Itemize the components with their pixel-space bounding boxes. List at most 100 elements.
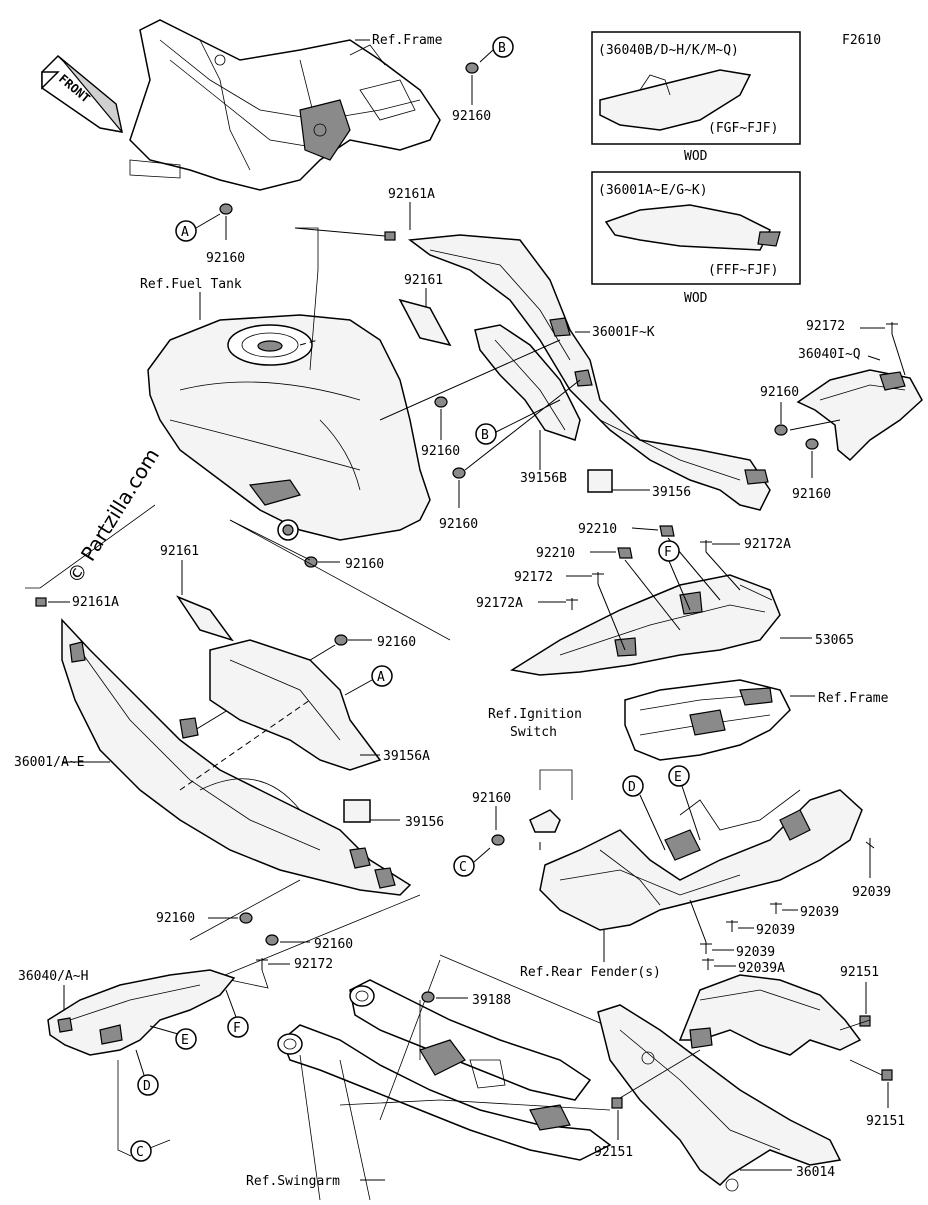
svg-text:WOD: WOD	[684, 149, 708, 164]
label-92151-3: 92151	[594, 1145, 633, 1160]
callout-c-low	[130, 1140, 152, 1162]
svg-text:E: E	[181, 1033, 189, 1048]
screw-icon	[592, 572, 604, 584]
bolt-icon	[881, 1069, 893, 1081]
svg-text:D: D	[628, 780, 636, 795]
label-36040iq: 36040I~Q	[798, 347, 861, 362]
bolt-icon	[611, 1097, 623, 1109]
screw-icon	[726, 920, 738, 932]
seat-cowl-shape	[509, 574, 781, 676]
grommet-icon	[774, 424, 788, 436]
screw-icon	[865, 838, 875, 852]
label-92160-ign: 92160	[472, 791, 511, 806]
label-92172-top: 92172	[806, 319, 845, 334]
label-36001fk: 36001F~K	[592, 325, 655, 340]
ref-frame-mid: Ref.Frame	[818, 691, 889, 706]
svg-text:D: D	[143, 1079, 151, 1094]
callout-c-mid	[453, 855, 475, 877]
screw-icon	[700, 942, 712, 954]
ref-rear-fender: Ref.Rear Fender(s)	[520, 965, 661, 980]
screw-icon	[702, 958, 714, 970]
shield-39156a-shape	[209, 639, 382, 771]
svg-text:(FGF~FJF): (FGF~FJF)	[708, 121, 778, 136]
screw-icon	[566, 598, 578, 610]
label-92160-r2: 92160	[792, 487, 831, 502]
grommet-icon	[805, 438, 819, 450]
grommet-icon	[491, 834, 505, 846]
label-92161-top: 92161	[404, 273, 443, 288]
tape-strip-shape	[398, 298, 452, 347]
clip-icon	[384, 231, 396, 241]
watermark-text: © Partzilla.com	[62, 444, 164, 588]
screw-icon	[770, 902, 782, 914]
tail-cover-left-shape	[47, 969, 236, 1056]
label-92161a-left: 92161A	[72, 595, 119, 610]
ref-ignition-2: Switch	[510, 725, 557, 740]
callout-f-low	[227, 1016, 249, 1038]
label-92160-tank2: 92160	[439, 517, 478, 532]
svg-text:F: F	[664, 545, 672, 560]
label-92161a-top: 92161A	[388, 187, 435, 202]
rear-hugger-shape	[678, 974, 862, 1056]
grommet-icon	[465, 62, 479, 74]
label-sticker-left-shape	[343, 799, 371, 823]
label-92172a-2: 92172A	[476, 596, 523, 611]
bolt-icon	[859, 1015, 871, 1027]
grommet-icon	[434, 396, 448, 408]
side-cover-upper-right-shape	[408, 234, 771, 511]
label-92039-3: 92039	[756, 923, 795, 938]
side-cover-left-shape	[61, 618, 412, 896]
inset-bottom-box: (36001A~E/G~K) (FFF~FJF) WOD	[591, 171, 801, 306]
grommet-icon	[421, 991, 435, 1003]
ref-swingarm: Ref.Swingarm	[246, 1174, 340, 1189]
label-92160-tank1: 92160	[421, 444, 460, 459]
label-92039-1: 92039	[852, 885, 891, 900]
ref-ignition-1: Ref.Ignition	[488, 707, 582, 722]
callout-e-low	[175, 1028, 197, 1050]
grommet-icon	[239, 912, 253, 924]
ignition-switch-shape	[529, 809, 561, 833]
rear-fender-shape	[539, 789, 863, 931]
label-92160-r1: 92160	[760, 385, 799, 400]
tape-strip-left-shape	[176, 595, 234, 642]
nut-icon	[617, 547, 633, 559]
callout-a-mid	[371, 665, 393, 687]
grommet-icon	[452, 467, 466, 479]
front-arrow-icon: FRONT	[41, 54, 123, 133]
clip-icon	[35, 597, 47, 607]
frame-top-shape	[129, 19, 441, 191]
label-39156b: 39156B	[520, 471, 567, 486]
chain-cover-shape	[597, 1004, 842, 1192]
label-92039a: 92039A	[738, 961, 785, 976]
svg-text:F: F	[233, 1021, 241, 1036]
label-92172-low: 92172	[294, 957, 333, 972]
ref-fuel-tank: Ref.Fuel Tank	[140, 277, 242, 292]
callout-b-mid	[475, 423, 497, 445]
label-92172-mid: 92172	[514, 570, 553, 585]
label-92160-a: 92160	[206, 251, 245, 266]
label-92160-tank3: 92160	[345, 557, 384, 572]
svg-text:A: A	[377, 670, 385, 685]
label-36040ah: 36040/A~H	[18, 969, 88, 984]
fuel-tank-shape	[147, 314, 431, 541]
label-92151-1: 92151	[840, 965, 879, 980]
label-92160-top: 92160	[452, 109, 491, 124]
screw-icon	[700, 540, 712, 552]
svg-text:A: A	[181, 225, 189, 240]
ref-frame-top: Ref.Frame	[372, 33, 443, 48]
svg-text:(36001A~E/G~K): (36001A~E/G~K)	[598, 183, 708, 198]
swingarm-shape	[277, 979, 612, 1201]
label-92210-1: 92210	[578, 522, 617, 537]
label-39156a: 39156A	[383, 749, 430, 764]
callout-b-top	[492, 36, 514, 58]
callout-a-top	[175, 220, 197, 242]
grommet-icon	[219, 203, 233, 215]
label-92039-4: 92039	[736, 945, 775, 960]
label-39156-top: 39156	[652, 485, 691, 500]
svg-text:B: B	[481, 428, 489, 443]
frame-mid-shape	[624, 679, 791, 761]
label-92160-low1: 92160	[156, 911, 195, 926]
label-92160-low2: 92160	[314, 937, 353, 952]
